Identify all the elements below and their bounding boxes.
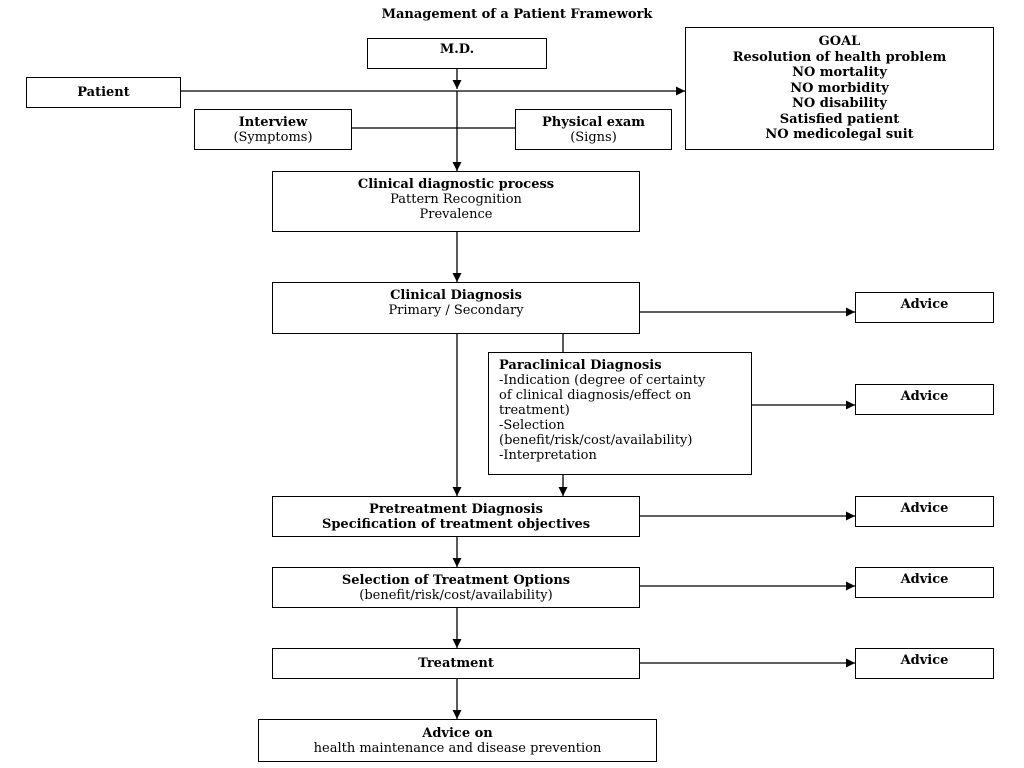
selection-sub: (benefit/risk/cost/availability): [359, 587, 553, 603]
advice-label-2: Advice: [900, 389, 949, 404]
paraclinical-line-1: -Indication (degree of certainty: [499, 373, 706, 388]
pretreatment-sub: Specification of treatment objectives: [321, 516, 591, 532]
goal-line-morbidity: NO morbidity: [790, 80, 889, 96]
clinical-process-title: Clinical diagnostic process: [357, 177, 555, 192]
clinical-diagnosis-box: Clinical Diagnosis Primary / Secondary: [272, 282, 640, 334]
treatment-box: Treatment: [272, 648, 640, 679]
physical-exam-sub: (Signs): [570, 129, 617, 145]
goal-line-medicolegal: NO medicolegal suit: [765, 127, 914, 142]
advice-on-title: Advice on: [422, 725, 493, 741]
goal-line-satisfied: Satisfied patient: [779, 111, 900, 127]
paraclinical-line-4: -Selection: [499, 418, 565, 433]
advice-label-4: Advice: [900, 572, 949, 587]
physical-exam-box: Physical exam (Signs): [515, 109, 672, 150]
paraclinical-title: Paraclinical Diagnosis: [499, 358, 662, 373]
goal-line-disability: NO disability: [792, 96, 887, 111]
clinical-process-line-2: Prevalence: [419, 207, 493, 222]
advice-on-sub: health maintenance and disease preventio…: [313, 740, 602, 756]
goal-line-mortality: NO mortality: [792, 65, 887, 80]
physical-exam-title: Physical exam: [541, 114, 646, 130]
advice-box-2: Advice: [855, 384, 994, 415]
paraclinical-line-3: treatment): [499, 403, 570, 418]
advice-box-5: Advice: [855, 648, 994, 679]
interview-box: Interview (Symptoms): [194, 109, 352, 150]
paraclinical-line-2: of clinical diagnosis/effect on: [499, 388, 692, 403]
md-label: M.D.: [439, 42, 475, 57]
goal-line-resolution: Resolution of health problem: [732, 49, 947, 65]
patient-label: Patient: [77, 85, 130, 100]
diagram-title: Management of a Patient Framework: [381, 7, 653, 22]
goal-line-heading: GOAL: [818, 34, 861, 49]
clinical-diagnosis-sub: Primary / Secondary: [388, 303, 524, 318]
pretreatment-title: Pretreatment Diagnosis: [369, 501, 543, 517]
paraclinical-box: Paraclinical Diagnosis -Indication (degr…: [488, 352, 752, 475]
advice-box-4: Advice: [855, 567, 994, 598]
treatment-label: Treatment: [418, 656, 494, 671]
patient-box: Patient: [26, 77, 181, 108]
md-box: M.D.: [367, 38, 547, 69]
clinical-process-box: Clinical diagnostic process Pattern Reco…: [272, 171, 640, 232]
interview-sub: (Symptoms): [233, 129, 313, 145]
selection-box: Selection of Treatment Options (benefit/…: [272, 567, 640, 608]
advice-label-3: Advice: [900, 501, 949, 516]
selection-title: Selection of Treatment Options: [341, 572, 571, 588]
pretreatment-box: Pretreatment Diagnosis Specification of …: [272, 496, 640, 537]
advice-box-1: Advice: [855, 292, 994, 323]
paraclinical-line-6: -Interpretation: [499, 448, 597, 463]
advice-box-3: Advice: [855, 496, 994, 527]
interview-title: Interview: [238, 114, 308, 130]
advice-label-1: Advice: [900, 297, 949, 312]
clinical-diagnosis-title: Clinical Diagnosis: [390, 288, 522, 303]
clinical-process-line-1: Pattern Recognition: [390, 192, 522, 207]
paraclinical-line-5: (benefit/risk/cost/availability): [499, 433, 693, 448]
advice-label-5: Advice: [900, 653, 949, 668]
advice-on-box: Advice on health maintenance and disease…: [258, 719, 657, 762]
goal-box: GOAL Resolution of health problem NO mor…: [685, 27, 994, 150]
